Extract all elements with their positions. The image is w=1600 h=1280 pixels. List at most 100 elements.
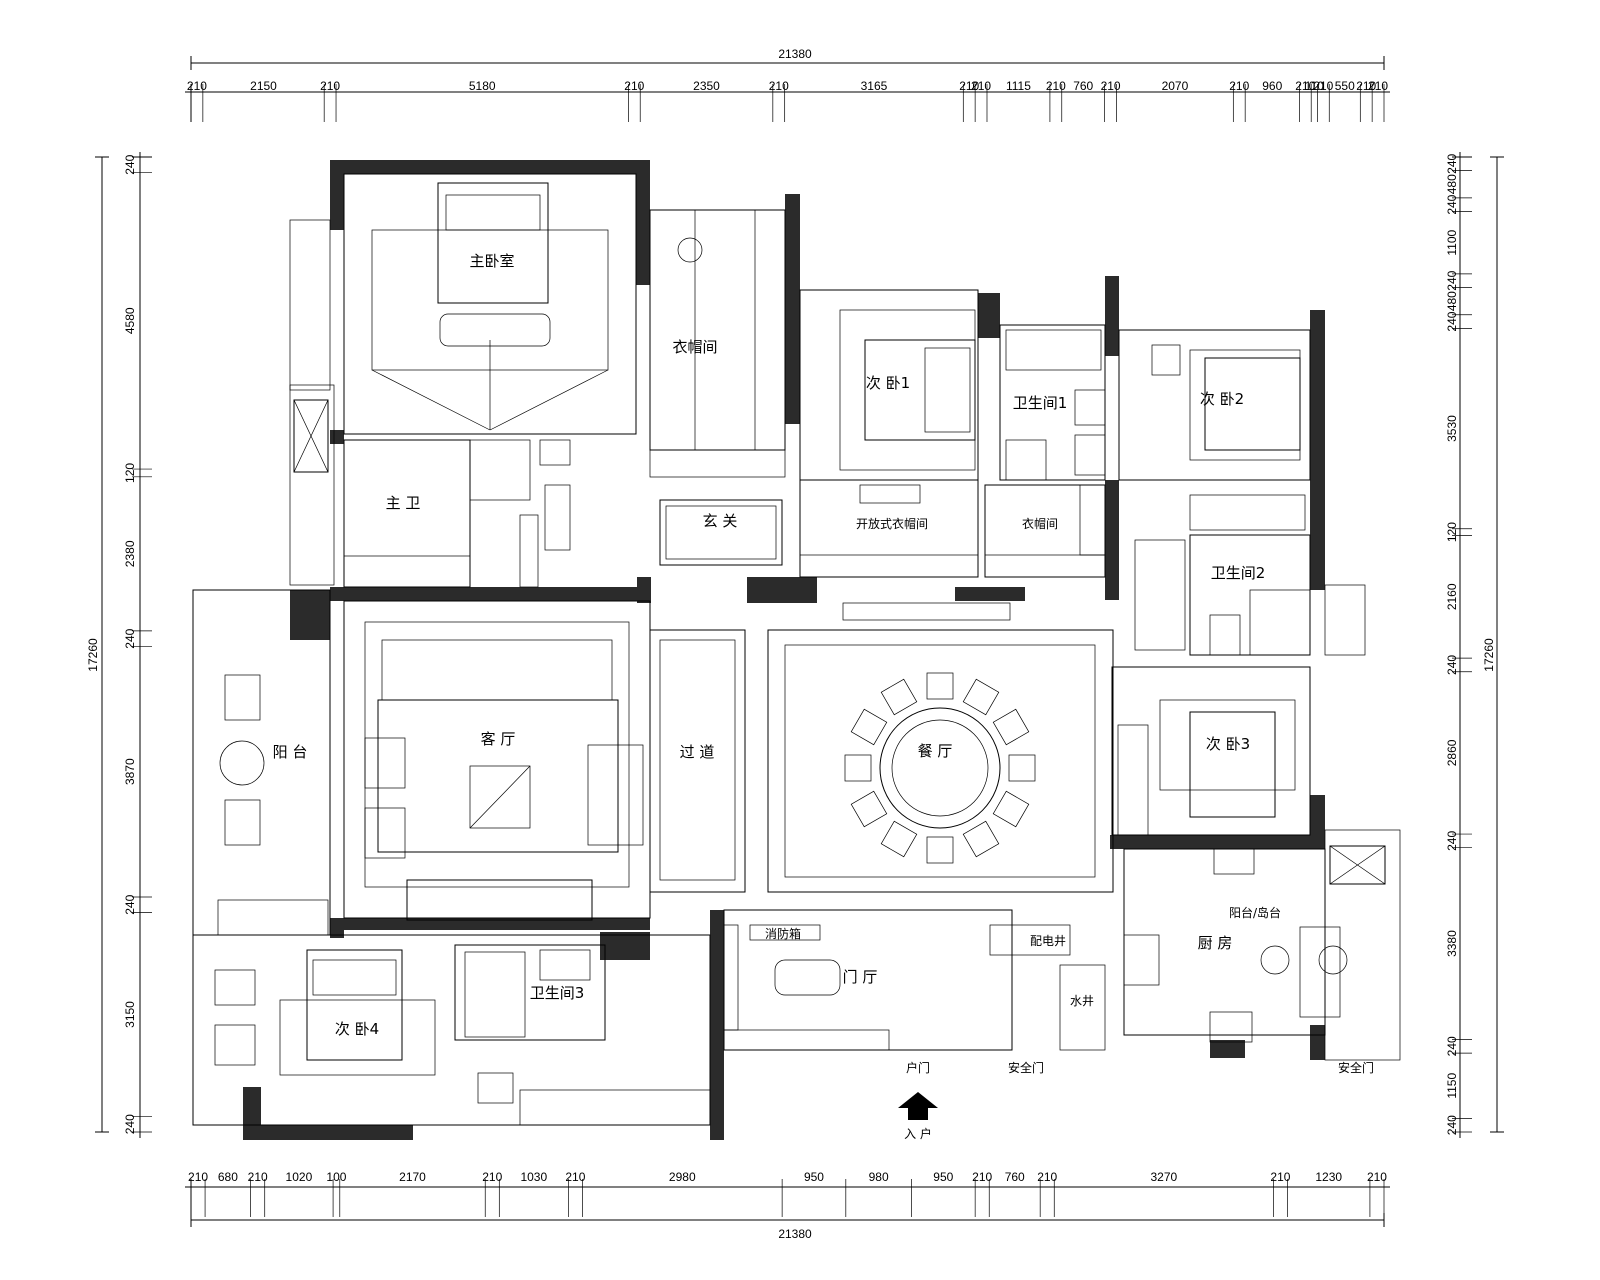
- dining-chair: [850, 708, 888, 746]
- right-dim-label: 1150: [1445, 1073, 1459, 1099]
- top-dim-label: 210: [1046, 79, 1066, 93]
- room-foyer: 玄 关: [703, 512, 738, 530]
- right-dim-label: 3530: [1445, 415, 1459, 442]
- top-dim-label: 5180: [469, 79, 496, 93]
- bottom-dim-label: 210: [972, 1170, 992, 1184]
- top-dim-label: 3165: [861, 79, 888, 93]
- room-bedroom-1: 次 卧1: [866, 374, 910, 392]
- room-closet-2: 衣帽间: [1022, 516, 1058, 531]
- label-safety-door-1: 安全门: [1008, 1060, 1044, 1075]
- top-dim-label: 550: [1335, 79, 1355, 93]
- bottom-dim-label: 1230: [1315, 1170, 1342, 1184]
- room-outlines: [192, 173, 1401, 1126]
- room-entrance-hall: 门 厅: [843, 968, 878, 986]
- bottom-dim-label: 980: [869, 1170, 889, 1184]
- room-living-room: 客 厅: [481, 730, 516, 748]
- room-bedroom-3: 次 卧3: [1206, 735, 1250, 753]
- top-dim-label: 2070: [1162, 79, 1189, 93]
- label-fire-box: 消防箱: [765, 926, 801, 941]
- top-dim-label: 210: [971, 79, 991, 93]
- dining-chair: [926, 672, 954, 700]
- right-dim-label: 2860: [1445, 739, 1459, 766]
- bottom-dim-label: 2980: [669, 1170, 696, 1184]
- bottom-dim-label: 210: [1270, 1170, 1290, 1184]
- dining-chair: [880, 678, 918, 716]
- bottom-dim-label: 950: [804, 1170, 824, 1184]
- label-balcony-island: 阳台/岛台: [1229, 905, 1281, 920]
- right-dim-label: 240: [1445, 194, 1459, 214]
- top-dim-label: 210: [1368, 79, 1388, 93]
- bottom-dim-label: 210: [188, 1170, 208, 1184]
- right-dim-label: 480: [1445, 174, 1459, 194]
- left-dim-label: 3870: [123, 758, 137, 785]
- room-bathroom-2: 卫生间2: [1211, 564, 1266, 582]
- top-dim-label: 210: [1295, 79, 1315, 93]
- bottom-dim-label: 100: [326, 1170, 346, 1184]
- right-dim-label: 240: [1445, 1036, 1459, 1056]
- bottom-dim-label: 950: [933, 1170, 953, 1184]
- room-bathroom-3: 卫生间3: [530, 984, 585, 1002]
- label-water-well: 水井: [1070, 994, 1094, 1008]
- room-open-closet: 开放式衣帽间: [856, 516, 928, 531]
- right-dim-label: 240: [1445, 655, 1459, 675]
- room-master-bedroom: 主卧室: [469, 252, 514, 270]
- label-distribution-well: 配电井: [1030, 934, 1066, 948]
- bottom-dim-label: 210: [248, 1170, 268, 1184]
- top-dim-label: 210: [1313, 79, 1333, 93]
- top-dim-label: 210: [959, 79, 979, 93]
- total-height-left: 17260: [86, 638, 100, 672]
- top-dim-label: 210: [187, 79, 207, 93]
- right-dim-label: 240: [1445, 270, 1459, 290]
- room-closet: 衣帽间: [672, 338, 717, 356]
- top-dim-label: 210: [624, 79, 644, 93]
- left-dim-label: 120: [123, 463, 137, 483]
- right-dim-label: 3380: [1445, 930, 1459, 957]
- total-height-right: 17260: [1482, 638, 1496, 672]
- top-dim-label: 1115: [1006, 79, 1031, 93]
- left-dim-label: 4580: [123, 307, 137, 334]
- dimension-lines: [95, 56, 1504, 1227]
- room-dining: 餐 厅: [918, 742, 953, 760]
- bottom-dim-label: 210: [565, 1170, 585, 1184]
- top-dim-label: 210: [1356, 79, 1376, 93]
- left-dim-label: 240: [123, 154, 137, 174]
- top-dim-label: 2150: [250, 79, 277, 93]
- top-dim-label: 210: [320, 79, 340, 93]
- right-dim-label: 2160: [1445, 583, 1459, 610]
- bottom-dim-label: 680: [218, 1170, 238, 1184]
- dining-chair: [880, 820, 918, 858]
- room-bathroom-1: 卫生间1: [1013, 394, 1068, 412]
- total-width-top: 21380: [778, 47, 812, 61]
- left-dim-label: 240: [123, 628, 137, 648]
- right-dim-label: 1100: [1445, 229, 1459, 255]
- left-dim-label: 240: [123, 894, 137, 914]
- room-balcony: 阳 台: [273, 743, 308, 761]
- bottom-dim-label: 210: [1367, 1170, 1387, 1184]
- walls: [243, 160, 1325, 1140]
- dining-chair: [992, 790, 1030, 828]
- dining-chair: [1008, 754, 1036, 782]
- right-dim-label: 240: [1445, 153, 1459, 173]
- label-entrance-door: 户门: [906, 1060, 930, 1075]
- dining-chair: [962, 678, 1000, 716]
- top-dim-label: 210: [1101, 79, 1121, 93]
- entrance-arrow: [898, 1092, 938, 1120]
- dining-chair: [992, 708, 1030, 746]
- right-dim-label: 480: [1445, 291, 1459, 311]
- room-master-bath: 主 卫: [386, 494, 421, 512]
- top-dim-label: 760: [1073, 79, 1093, 93]
- room-kitchen: 厨 房: [1198, 934, 1233, 952]
- right-dim-label: 240: [1445, 311, 1459, 331]
- bottom-dim-label: 2170: [399, 1170, 426, 1184]
- top-dim-label: 210: [1229, 79, 1249, 93]
- bottom-dim-label: 210: [1037, 1170, 1057, 1184]
- room-bedroom-4: 次 卧4: [335, 1020, 379, 1038]
- bottom-dim-label: 1030: [520, 1170, 547, 1184]
- right-dim-label: 240: [1445, 1115, 1459, 1135]
- dining-chair: [850, 790, 888, 828]
- top-dim-label: 960: [1262, 79, 1282, 93]
- top-dim-label: 210: [769, 79, 789, 93]
- bottom-dim-label: 3270: [1150, 1170, 1177, 1184]
- right-dim-label: 240: [1445, 831, 1459, 851]
